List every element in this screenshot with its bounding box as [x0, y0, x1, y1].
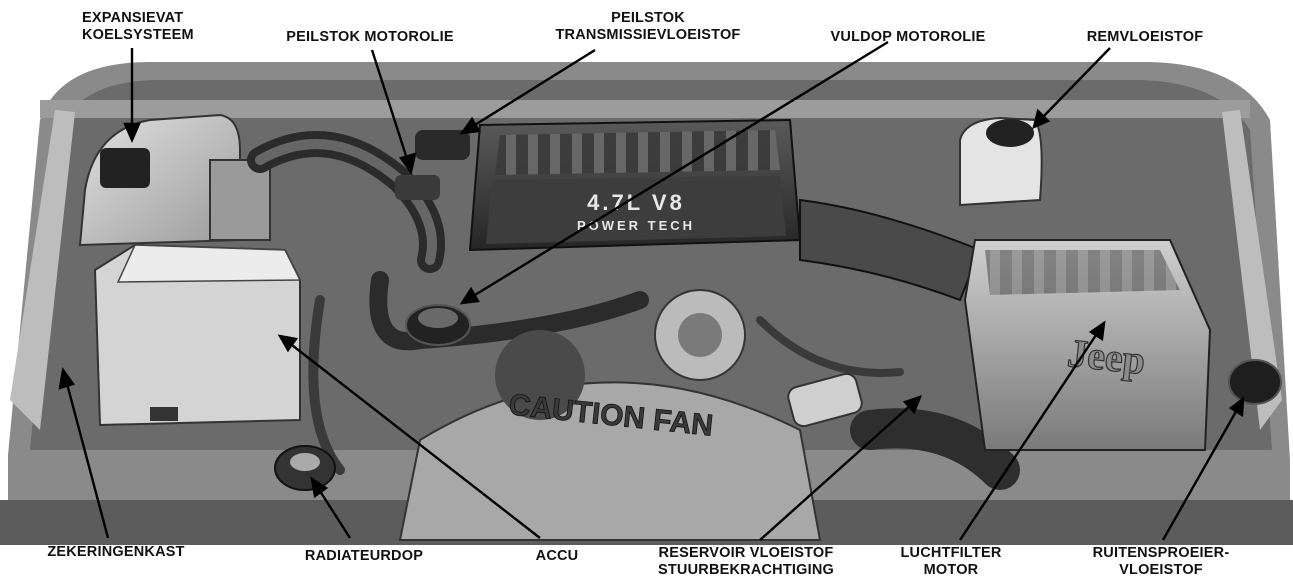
oil-filler-cap: [405, 304, 471, 346]
label-reservoir-stuurbekrachtiging-line1: RESERVOIR VLOEISTOF: [658, 545, 834, 561]
label-remvloeistof-text: REMVLOEISTOF: [1086, 29, 1204, 45]
label-expansievat: EXPANSIEVAT KOELSYSTEEM: [82, 10, 194, 44]
label-reservoir-stuurbekrachtiging: RESERVOIR VLOEISTOF STUURBEKRACHTIGING: [658, 545, 834, 579]
leader-luchtfilter: [959, 331, 1099, 541]
battery: [209, 159, 271, 241]
label-peilstok-transmissie-line2: TRANSMISSIEVLOEISTOF: [555, 27, 741, 43]
label-luchtfilter-line1: LUCHTFILTER: [900, 545, 1002, 561]
label-expansievat-line2: KOELSYSTEEM: [82, 27, 194, 43]
leader-remvloeistof: [1039, 47, 1111, 121]
label-vuldop-motorolie: VULDOP MOTOROLIE: [831, 29, 986, 46]
leader-radiateurdop: [316, 487, 352, 539]
leader-accu: [287, 341, 541, 539]
airbox-logo: Jeep: [1065, 330, 1147, 383]
label-peilstok-transmissie: PEILSTOK TRANSMISSIEVLOEISTOF: [555, 10, 740, 44]
arrow-accu: [277, 334, 299, 353]
label-radiateurdop-text: RADIATEURDOP: [304, 548, 424, 564]
arrow-vuldop-motorolie: [459, 286, 480, 305]
dipstick-caps: [395, 130, 470, 200]
label-peilstok-motorolie-text: PEILSTOK MOTOROLIE: [286, 29, 454, 45]
label-remvloeistof: REMVLOEISTOF: [1087, 29, 1204, 46]
leader-lines: [58, 40, 1245, 541]
arrow-remvloeistof: [1032, 108, 1051, 130]
power-steering-reservoir: [787, 372, 863, 428]
fan-shroud: CAUTION FAN: [398, 330, 822, 541]
label-ruitensproeier: RUITENSPROEIER- VLOEISTOF: [1093, 545, 1230, 579]
arrow-peilstok-transmissie: [459, 116, 481, 135]
arrow-reservoir-stuurbekrachtiging: [902, 395, 923, 415]
label-accu-text: ACCU: [535, 548, 579, 564]
radiator-cap: [274, 445, 336, 491]
washer-fluid-cap: [1228, 359, 1282, 405]
label-vuldop-motorolie-text: VULDOP MOTOROLIE: [830, 29, 986, 45]
arrow-peilstok-motorolie: [399, 152, 417, 175]
engine-cover: 4.7L V8 POWER TECH: [468, 118, 802, 252]
engine-cover-subbadge: POWER TECH: [577, 218, 695, 233]
arrow-expansievat: [123, 122, 141, 143]
label-accu: ACCU: [536, 548, 579, 565]
label-expansievat-line1: EXPANSIEVAT: [82, 10, 184, 26]
label-luchtfilter: LUCHTFILTER MOTOR: [901, 545, 1002, 579]
label-reservoir-stuurbekrachtiging-line2: STUURBEKRACHTIGING: [658, 562, 834, 578]
air-filter-box: Jeep: [963, 239, 1212, 451]
leader-reservoir-stuurbekrachtiging: [759, 403, 913, 541]
engine-cover-badge: 4.7L V8: [587, 190, 685, 215]
arrow-luchtfilter: [1088, 320, 1106, 342]
alternator: [654, 289, 746, 381]
label-radiateurdop: RADIATEURDOP: [305, 548, 423, 565]
label-peilstok-motorolie: PEILSTOK MOTOROLIE: [286, 29, 453, 46]
leader-peilstok-transmissie: [469, 48, 596, 130]
label-ruitensproeier-line1: RUITENSPROEIER-: [1092, 545, 1230, 561]
leader-zekeringenkast: [64, 379, 110, 539]
leader-vuldop-motorolie: [469, 40, 889, 300]
label-luchtfilter-line2: MOTOR: [923, 562, 979, 578]
label-zekeringenkast-text: ZEKERINGENKAST: [47, 544, 185, 560]
fuse-box: [93, 243, 302, 427]
arrow-radiateurdop: [310, 476, 329, 499]
label-zekeringenkast: ZEKERINGENKAST: [47, 544, 184, 561]
label-peilstok-transmissie-line1: PEILSTOK: [611, 10, 685, 26]
leader-ruitensproeier: [1161, 407, 1240, 541]
label-ruitensproeier-line2: VLOEISTOF: [1119, 562, 1203, 578]
brake-fluid-reservoir: [959, 116, 1043, 207]
leader-peilstok-motorolie: [370, 49, 410, 163]
coolant-expansion-tank: [78, 113, 241, 247]
arrow-zekeringenkast: [58, 366, 75, 390]
arrow-ruitensproeier: [1228, 396, 1245, 418]
